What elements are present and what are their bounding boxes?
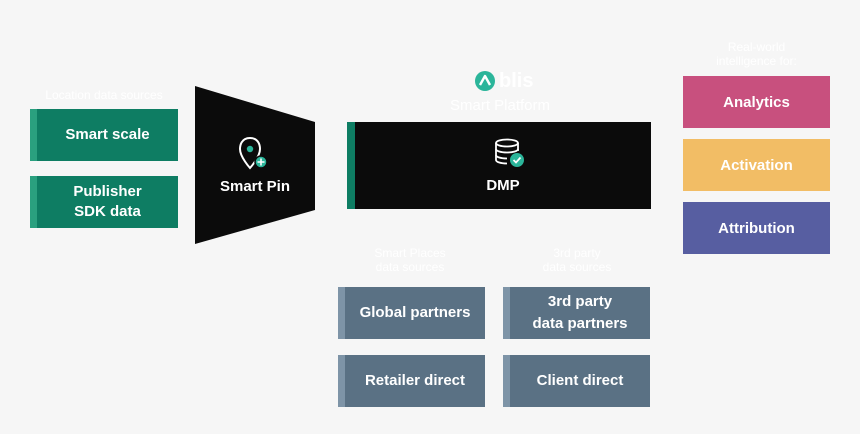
smart-places-heading-line1: Smart Places xyxy=(374,246,446,260)
analytics-label: Analytics xyxy=(723,93,790,111)
real-world-intelligence-heading: Real-world intelligence for: xyxy=(683,40,830,68)
database-check-icon xyxy=(495,138,524,167)
third-party-heading-line1: 3rd party xyxy=(553,246,601,260)
smart-scale-box: Smart scale xyxy=(30,109,178,161)
global-partners-label: Global partners xyxy=(359,304,471,321)
smart-places-heading-line2: data sources xyxy=(375,260,445,274)
dmp-block: DMP xyxy=(347,122,651,209)
location-data-sources-heading: Location data sources xyxy=(45,88,163,102)
real-world-intelligence-line2: intelligence for: xyxy=(716,54,797,68)
third-party-heading-line2: data sources xyxy=(542,260,612,274)
global-partners-box: Global partners xyxy=(338,287,485,339)
smart-places-heading: Smart Places data sources xyxy=(340,246,480,274)
dmp-label: DMP xyxy=(486,177,520,194)
client-direct-label: Client direct xyxy=(536,372,624,389)
third-party-heading: 3rd party data sources xyxy=(506,246,648,274)
third-party-data-partners-line1: 3rd party xyxy=(547,293,613,310)
location-pin-icon xyxy=(238,136,268,170)
publisher-sdk-label-line2: SDK data xyxy=(74,203,141,220)
blis-logo: blis xyxy=(474,68,533,94)
activation-box: Activation xyxy=(683,139,830,191)
blis-logo-text: blis xyxy=(499,69,534,92)
retailer-direct-box: Retailer direct xyxy=(338,355,485,407)
client-direct-box: Client direct xyxy=(503,355,650,407)
activation-label: Activation xyxy=(720,156,793,174)
retailer-direct-label: Retailer direct xyxy=(364,372,466,389)
third-party-data-partners-line2: data partners xyxy=(532,315,628,332)
attribution-box: Attribution xyxy=(683,202,830,254)
attribution-label: Attribution xyxy=(718,219,795,237)
real-world-intelligence-line1: Real-world xyxy=(727,40,786,54)
blis-logo-icon xyxy=(475,71,495,91)
third-party-data-partners-box: 3rd party data partners xyxy=(503,287,650,339)
smart-scale-label: Smart scale xyxy=(65,126,150,143)
publisher-sdk-box: Publisher SDK data xyxy=(30,176,178,228)
analytics-box: Analytics xyxy=(683,76,830,128)
smart-pin-label: Smart Pin xyxy=(219,178,291,195)
publisher-sdk-label-line1: Publisher xyxy=(73,183,142,200)
smart-platform-label: Smart Platform xyxy=(449,97,551,114)
smart-pin-funnel xyxy=(195,86,315,244)
